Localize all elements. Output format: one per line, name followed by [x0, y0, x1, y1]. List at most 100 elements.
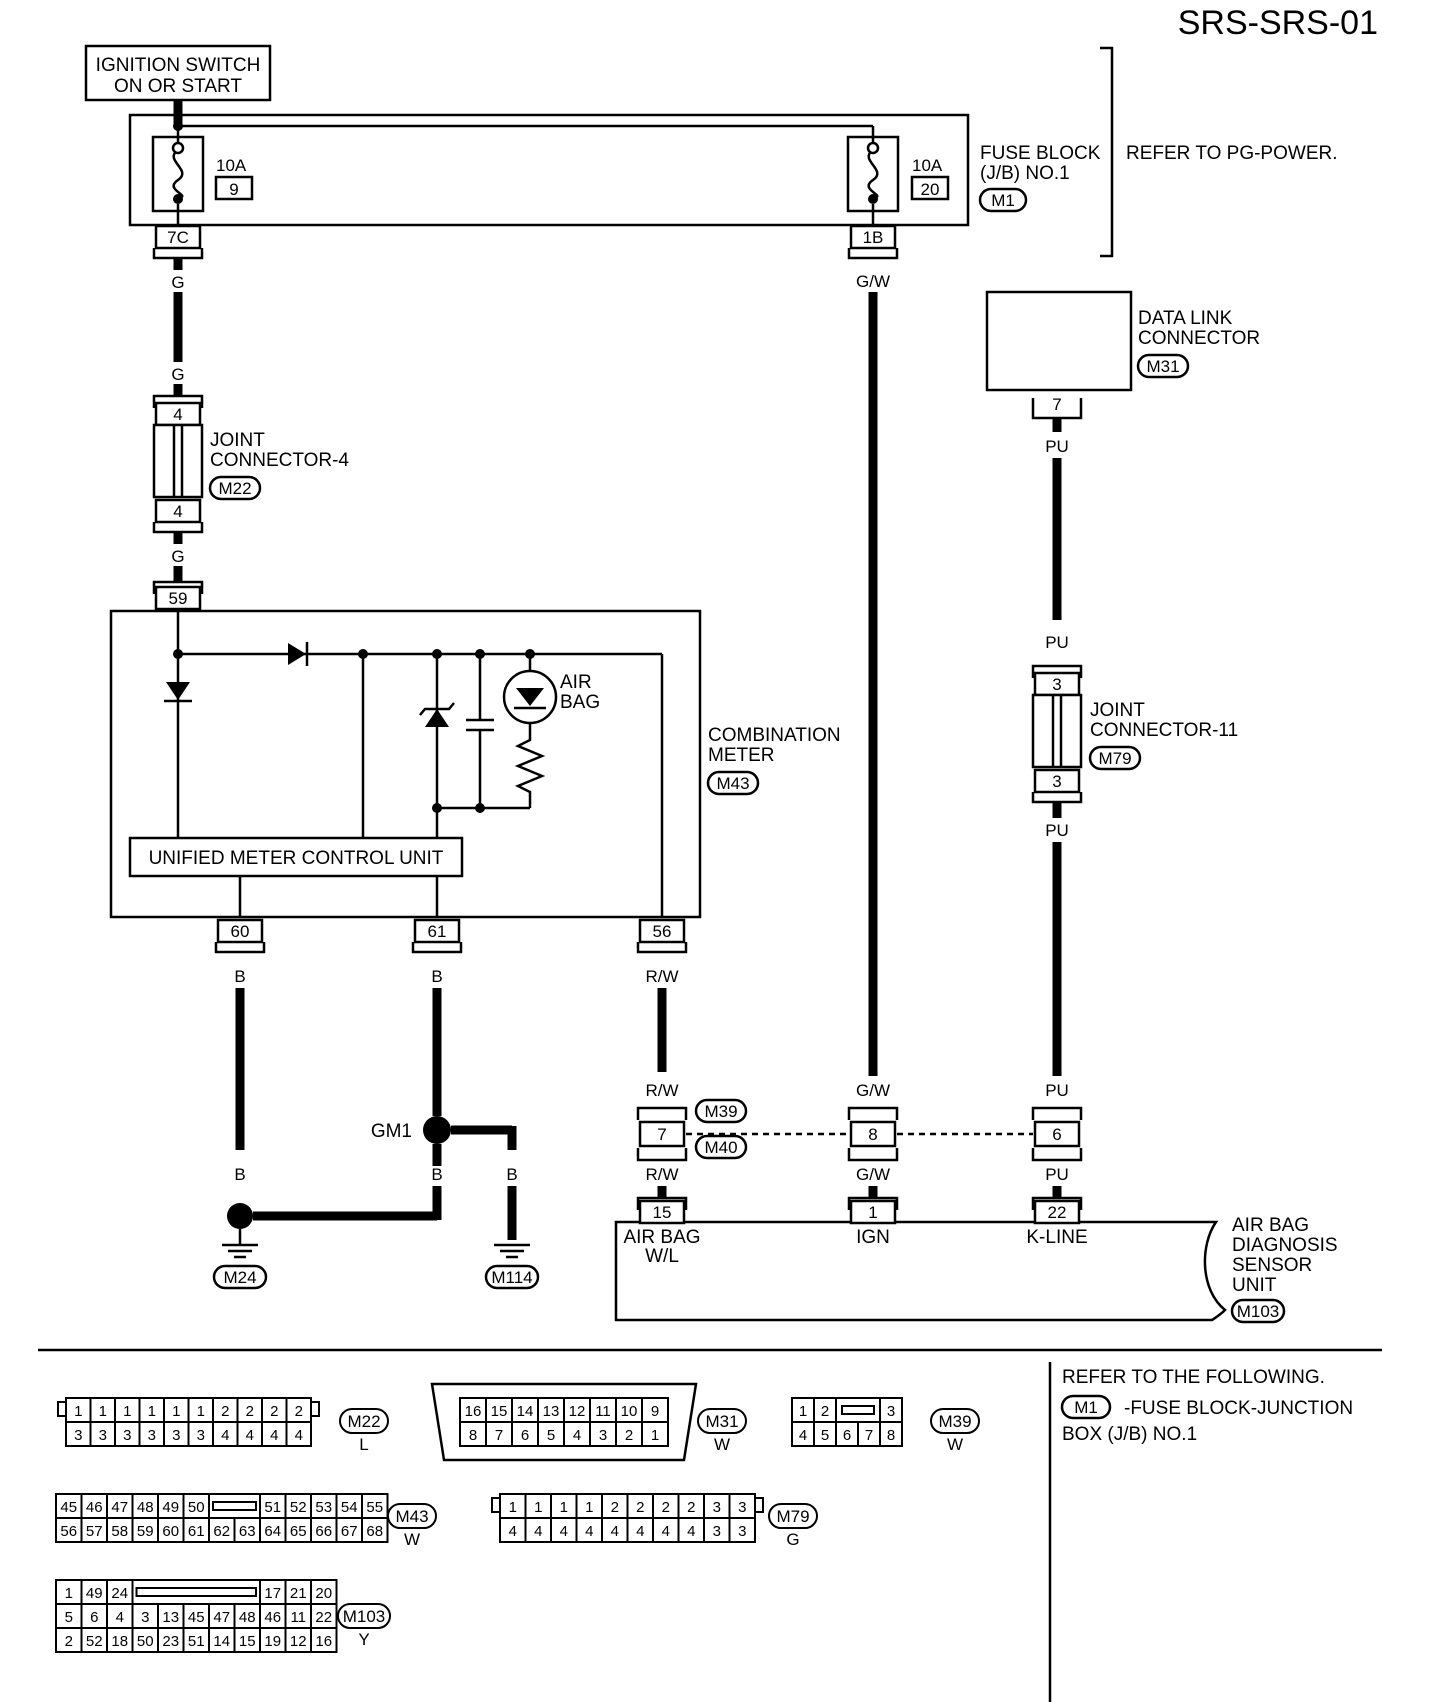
connector-pin: 4 — [687, 1523, 695, 1540]
connector-cell — [879, 1421, 903, 1447]
terminal-60: 60 — [214, 918, 266, 954]
svg-text:22: 22 — [1048, 1203, 1067, 1222]
connector-cell — [524, 1517, 552, 1543]
svg-text:1B: 1B — [863, 228, 884, 247]
terminal-61: 61 — [411, 918, 463, 954]
connector-face-id: M43 — [395, 1507, 428, 1526]
connector-face-id-badge — [930, 1408, 980, 1434]
wire-color-rw-1: R/W — [645, 967, 678, 986]
connector-pin: 5 — [821, 1427, 829, 1444]
connector-cell — [485, 1421, 513, 1447]
connector-pin: 4 — [116, 1609, 124, 1626]
joint11-conn: M79 — [1098, 749, 1131, 768]
joint4-conn: M22 — [218, 479, 251, 498]
ignition-switch: IGNITION SWITCH ON OR START — [84, 44, 272, 102]
svg-text:60: 60 — [231, 922, 250, 941]
connector-pin: 3 — [713, 1523, 721, 1540]
connector-pin: 2 — [821, 1403, 829, 1420]
connector-face-color: W — [404, 1530, 420, 1549]
connector-cell — [310, 1579, 338, 1605]
wire-color-g-1: G — [171, 273, 184, 292]
terminal-56: 56 — [636, 918, 688, 954]
connector-pin: 13 — [162, 1609, 179, 1626]
wire-color-rw-2: R/W — [645, 1081, 678, 1100]
connector-pin: 1 — [65, 1585, 73, 1602]
connector-pin: 2 — [221, 1403, 229, 1420]
wire-color-gw-1: G/W — [856, 272, 890, 291]
connector-face-id: M22 — [347, 1412, 380, 1431]
fuse-20-rating: 10A — [912, 156, 943, 175]
connector-pin: 49 — [162, 1499, 179, 1516]
connector-key-slot — [212, 1501, 257, 1511]
refer-following-title: REFER TO THE FOLLOWING. — [1062, 1367, 1325, 1388]
connector-pin: 3 — [74, 1427, 82, 1444]
connector-cell — [157, 1603, 185, 1629]
wire-color-pu-3: PU — [1045, 821, 1069, 840]
connector-pin: 8 — [469, 1427, 477, 1444]
svg-text:8: 8 — [868, 1125, 877, 1144]
airbag-unit-conn: M103 — [1237, 1302, 1280, 1321]
connector-cell — [106, 1627, 134, 1653]
connector-cell — [284, 1517, 312, 1543]
connector-cell — [641, 1397, 669, 1423]
connector-pin: 62 — [213, 1523, 230, 1540]
inline-connector-m39-m40: 7 8 6 — [636, 1106, 1083, 1162]
connector-cell — [131, 1493, 159, 1519]
connector-pin: 5 — [547, 1427, 555, 1444]
connector-pin: 2 — [687, 1499, 695, 1516]
connector-cell — [208, 1517, 236, 1543]
connector-face-id: M103 — [343, 1607, 386, 1626]
connector-cell — [80, 1493, 108, 1519]
connector-pin: 3 — [99, 1427, 107, 1444]
connector-pin: 16 — [315, 1633, 332, 1650]
connector-pin: 68 — [366, 1523, 383, 1540]
connector-pin: 3 — [141, 1609, 149, 1626]
connector-pin: 1 — [74, 1403, 82, 1420]
combination-meter-conn: M43 — [716, 774, 749, 793]
connector-pin: 6 — [843, 1427, 851, 1444]
inline-conn-m39: M39 — [704, 1102, 737, 1121]
combination-meter: 59 UNIFIED METER CONTROL UNIT — [109, 580, 702, 919]
connector-pin: 13 — [543, 1403, 560, 1420]
connector-pin: 50 — [188, 1499, 205, 1516]
connector-pin: 2 — [270, 1403, 278, 1420]
connector-cell — [259, 1603, 287, 1629]
connector-pin: 45 — [60, 1499, 77, 1516]
connector-cell — [157, 1627, 185, 1653]
connector-pin: 58 — [111, 1523, 128, 1540]
connector-cell — [285, 1421, 312, 1447]
wire-color-pu-2: PU — [1045, 633, 1069, 652]
connector-face-id: M31 — [705, 1412, 738, 1431]
connector-face-color: W — [947, 1435, 963, 1454]
connector-pin: 15 — [239, 1633, 256, 1650]
wire-color-g-2: G — [171, 365, 184, 384]
joint4-label-2: CONNECTOR-4 — [210, 450, 349, 471]
connector-pin: 4 — [295, 1427, 303, 1444]
connector-pin: 3 — [887, 1403, 895, 1420]
wire-color-rw-3: R/W — [645, 1165, 678, 1184]
connector-pin: 4 — [662, 1523, 670, 1540]
fuse-block-conn: M1 — [991, 191, 1015, 210]
connector-pin: 9 — [651, 1403, 659, 1420]
refer-bracket — [1100, 46, 1114, 258]
connector-pin: 59 — [137, 1523, 154, 1540]
connector-pin: 19 — [264, 1633, 281, 1650]
connector-pin: 14 — [517, 1403, 534, 1420]
connector-cell — [208, 1627, 236, 1653]
connector-pin: 24 — [111, 1585, 128, 1602]
connector-pin: 4 — [246, 1427, 254, 1444]
connector-cell — [728, 1493, 756, 1519]
connector-pin: 63 — [239, 1523, 256, 1540]
connector-pin: 48 — [137, 1499, 154, 1516]
connector-cell — [131, 1517, 159, 1543]
connector-cell — [182, 1493, 210, 1519]
refer-text-1: -FUSE BLOCK-JUNCTION — [1124, 1398, 1353, 1419]
connector-pin: 1 — [123, 1403, 131, 1420]
connector-pin: 4 — [509, 1523, 517, 1540]
fuse-9-rating: 10A — [216, 156, 247, 175]
refer-text-2: BOX (J/B) NO.1 — [1062, 1424, 1197, 1445]
connector-key-slot — [841, 1405, 875, 1415]
connector-pin: 1 — [509, 1499, 517, 1516]
pin-name-wl: W/L — [645, 1246, 679, 1267]
